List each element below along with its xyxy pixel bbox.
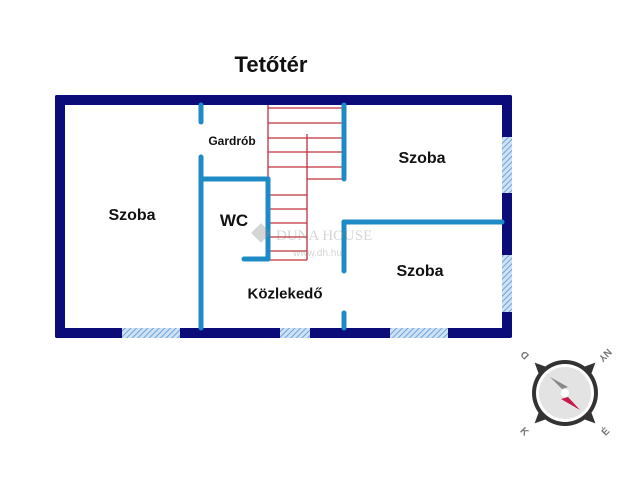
windows	[122, 137, 512, 338]
compass-icon: D NY É K	[517, 346, 614, 439]
room-label-kozlekedo: Közlekedő	[247, 285, 323, 303]
inner-walls	[198, 102, 505, 331]
window	[280, 328, 310, 338]
floor-title: Tetőtér	[234, 52, 308, 77]
svg-text:www.dh.hu: www.dh.hu	[292, 248, 342, 259]
compass-label-west: NY	[596, 346, 614, 364]
watermark-logo: DUNA HOUSE www.dh.hu	[251, 223, 372, 259]
room-label-wc: WC	[219, 211, 249, 230]
window	[502, 255, 512, 312]
compass-label-east: K	[517, 426, 530, 439]
room-label-szoba-bottom-right: Szoba	[396, 263, 444, 280]
window	[502, 137, 512, 193]
window	[122, 328, 180, 338]
svg-text:DUNA HOUSE: DUNA HOUSE	[276, 228, 372, 244]
staircase	[267, 105, 344, 261]
compass-label-north: É	[598, 424, 612, 438]
room-label-szoba-left: Szoba	[108, 207, 156, 224]
room-label-szoba-top-right: Szoba	[398, 150, 446, 167]
room-label-gardrob: Gardrób	[208, 134, 256, 148]
compass-label-south: D	[519, 348, 532, 361]
window	[390, 328, 448, 338]
